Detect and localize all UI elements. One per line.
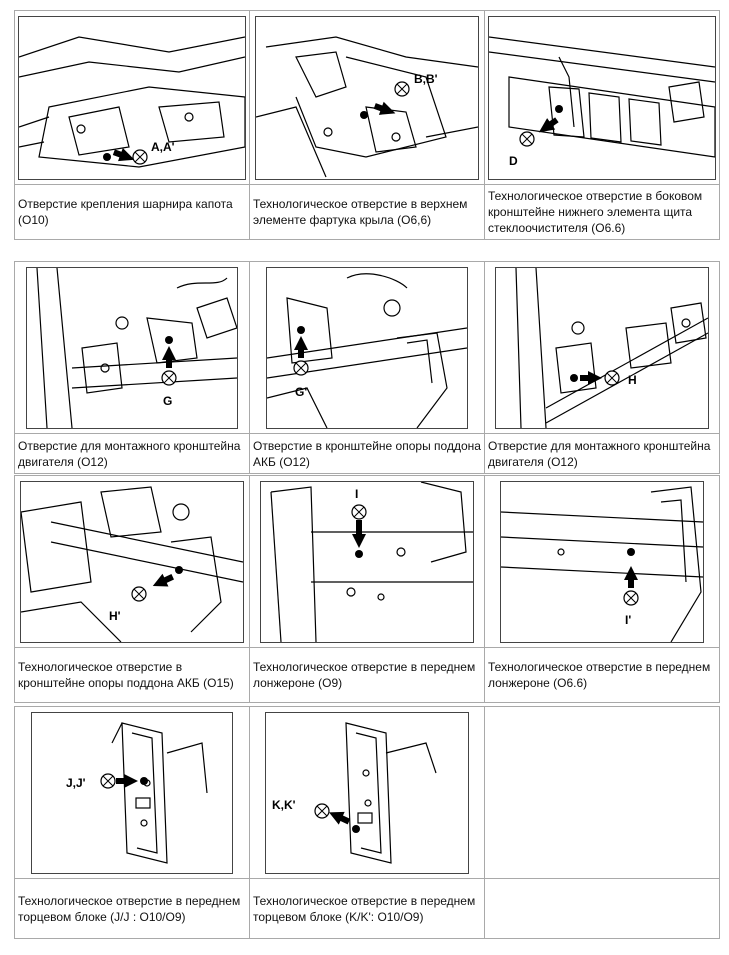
- callout-label: H': [109, 609, 121, 623]
- drawing-battery-tray-g2-svg: G': [267, 272, 467, 428]
- figure-engine-mount-h: H: [495, 266, 709, 429]
- callout-label: H: [628, 373, 637, 387]
- callout-label: B,B': [414, 72, 438, 86]
- figure-side-member-i2: I': [500, 480, 704, 643]
- callout-label: I: [355, 487, 358, 501]
- caption: Технологическое отверстие в кронштейне о…: [14, 647, 250, 703]
- figure-battery-tray-h2: H': [20, 480, 244, 643]
- figure-hood-hinge: A,A': [18, 15, 246, 180]
- caption: Технологическое отверстие в переднем тор…: [14, 878, 250, 939]
- row-3-table: H' I: [14, 475, 720, 703]
- figure-front-end-k: K,K': [265, 711, 469, 874]
- figure-cell: H': [14, 475, 250, 648]
- callout-label: K,K': [272, 798, 296, 812]
- callout-label: J,J': [66, 776, 86, 790]
- drawing-engine-mount-h-svg: H: [515, 267, 708, 428]
- caption: Технологическое отверстие в переднем лон…: [484, 647, 720, 703]
- figure-cell: K,K': [249, 706, 485, 879]
- row-1-table: A,A': [14, 10, 720, 240]
- drawing-wiper-cowl-svg: D: [489, 35, 715, 168]
- figure-cell: J,J': [14, 706, 250, 879]
- figure-cell: I: [249, 475, 485, 648]
- callout-label: I': [625, 613, 631, 627]
- caption: Отверстие крепления шарнира капота (O10): [14, 184, 250, 240]
- callout-label: G': [295, 385, 307, 399]
- caption: Отверстие для монтажного кронштейна двиг…: [484, 433, 720, 474]
- figure-side-member-i: I: [260, 480, 474, 643]
- drawing-hood-hinge-svg: A,A': [19, 35, 245, 168]
- drawing-engine-mount-g-svg: G: [36, 267, 237, 428]
- drawing-fender-apron-svg: B,B': [256, 35, 478, 177]
- row-4-table: J,J' K,K': [14, 706, 720, 939]
- drawing-battery-tray-h2-svg: H': [21, 485, 243, 642]
- figure-cell: G': [249, 261, 485, 434]
- row-2-table: G: [14, 261, 720, 474]
- caption: Технологическое отверстие в переднем лон…: [249, 647, 485, 703]
- drawing-side-member-i2-svg: I': [501, 485, 703, 642]
- figure-cell: B,B': [249, 10, 485, 185]
- empty-cell: [484, 706, 720, 879]
- figure-battery-tray-g2: G': [266, 266, 468, 429]
- figure-cell: G: [14, 261, 250, 434]
- caption: Технологическое отверстие в верхнем элем…: [249, 184, 485, 240]
- caption-empty: [484, 878, 720, 939]
- callout-label: D: [509, 154, 518, 168]
- figure-fender-apron: B,B': [255, 15, 479, 180]
- figure-cell: D: [484, 10, 720, 185]
- drawing-front-end-j-svg: J,J': [66, 721, 208, 864]
- callout-label: G: [163, 394, 172, 408]
- caption: Технологическое отверстие в переднем тор…: [249, 878, 485, 939]
- drawing-front-end-k-svg: K,K': [272, 721, 437, 864]
- caption: Технологическое отверстие в боковом крон…: [484, 184, 720, 240]
- callout-label: A,A': [151, 140, 175, 154]
- drawing-side-member-i-svg: I: [270, 481, 473, 642]
- figure-cell: A,A': [14, 10, 250, 185]
- caption: Отверстие в кронштейне опоры поддона АКБ…: [249, 433, 485, 474]
- figure-wiper-cowl: D: [488, 15, 716, 180]
- figure-cell: H: [484, 261, 720, 434]
- figure-front-end-j: J,J': [31, 711, 233, 874]
- caption: Отверстие для монтажного кронштейна двиг…: [14, 433, 250, 474]
- figure-engine-mount-g: G: [26, 266, 238, 429]
- figure-cell: I': [484, 475, 720, 648]
